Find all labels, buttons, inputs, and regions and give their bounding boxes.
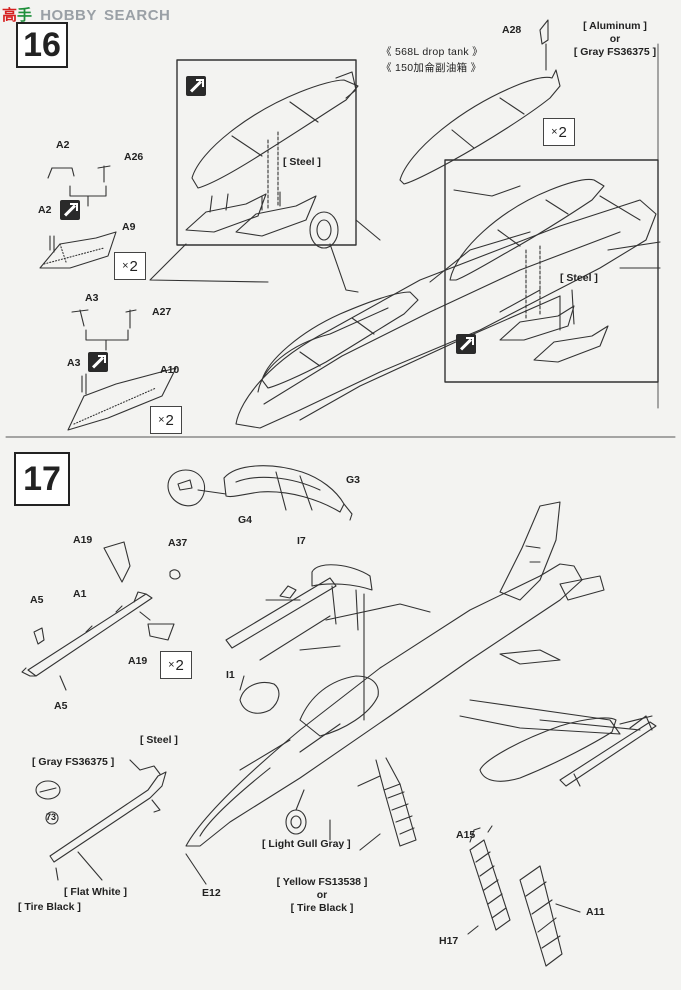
glue-icon <box>60 200 80 220</box>
step-17-number: 17 <box>14 452 70 506</box>
watermark-cn-1: 高 <box>2 7 18 24</box>
or-text: or <box>609 33 621 45</box>
part-a1: A1 <box>73 588 87 600</box>
light-gull-gray-note: [ Light Gull Gray ] <box>262 838 351 850</box>
multiplier-x2: ×2 <box>114 252 146 280</box>
part-i1: I1 <box>226 669 235 681</box>
part-a37: A37 <box>168 537 188 549</box>
step-17-number-text: 17 <box>23 459 61 498</box>
or-text: or <box>316 889 328 901</box>
part-a9: A9 <box>122 221 136 233</box>
watermark-hobby: HOBBY <box>40 7 97 24</box>
drop-tank-label-en: 《 568L drop tank 》 <box>381 46 483 58</box>
steel-note-1: [ Steel ] <box>283 156 321 168</box>
part-a2-top: A2 <box>56 139 70 151</box>
times-sign: × <box>551 126 558 138</box>
step-16-number: 16 <box>16 22 68 68</box>
times-sign: × <box>168 659 175 671</box>
part-a10: A10 <box>160 364 180 376</box>
part-a2-mid: A2 <box>38 204 52 216</box>
tire-black-text: [ Tire Black ] <box>290 902 354 914</box>
gray-fs-text: [ Gray FS36375 ] <box>573 46 657 58</box>
part-g4: G4 <box>238 514 253 526</box>
times-sign: × <box>158 414 165 426</box>
glue-icon <box>88 352 108 372</box>
gray-fs-note: [ Gray FS36375 ] <box>32 756 115 768</box>
multiplier-x2: ×2 <box>160 651 192 679</box>
part-a15: A15 <box>456 829 476 841</box>
multiplier-value: 2 <box>165 411 174 429</box>
multiplier-value: 2 <box>175 656 184 674</box>
part-a3-mid: A3 <box>67 357 81 369</box>
part-h17: H17 <box>439 935 459 947</box>
aluminum-note: [ Aluminum ] or [ Gray FS36375 ] <box>560 20 670 59</box>
multiplier-x2: ×2 <box>150 406 182 434</box>
tire-black-note: [ Tire Black ] <box>18 901 81 913</box>
glue-icon <box>456 334 476 354</box>
watermark-search: SEARCH <box>104 7 171 24</box>
part-a5-top: A5 <box>30 594 44 606</box>
step-16-number-text: 16 <box>23 25 61 64</box>
glue-icon <box>186 76 206 96</box>
part-a3-top: A3 <box>85 292 99 304</box>
multiplier-value: 2 <box>129 257 138 275</box>
part-g3: G3 <box>346 474 361 486</box>
yellow-note: [ Yellow FS13538 ] or [ Tire Black ] <box>264 876 380 915</box>
multiplier-x2: ×2 <box>543 118 575 146</box>
watermark-cn-2: 手 <box>17 7 33 24</box>
part-a19-top: A19 <box>73 534 93 546</box>
times-sign: × <box>122 260 129 272</box>
part-a28: A28 <box>502 24 522 36</box>
steel-note-2: [ Steel ] <box>560 272 598 284</box>
part-a11: A11 <box>586 906 605 918</box>
aluminum-text: [ Aluminum ] <box>583 20 647 32</box>
drop-tank-label-cn: 《 150加侖副油箱 》 <box>381 62 482 74</box>
part-a26: A26 <box>124 151 144 163</box>
steel-note-3: [ Steel ] <box>140 734 178 746</box>
multiplier-value: 2 <box>558 123 567 141</box>
part-i7: I7 <box>297 535 306 547</box>
callout-73: 73 <box>46 812 57 822</box>
part-e12: E12 <box>202 887 221 899</box>
flat-white-note: [ Flat White ] <box>64 886 127 898</box>
hobbysearch-watermark-logo: 高手 HOBBY SEARCH <box>2 4 170 25</box>
yellow-fs-text: [ Yellow FS13538 ] <box>276 876 368 888</box>
part-a19-bot: A19 <box>128 655 148 667</box>
part-a27: A27 <box>152 306 172 318</box>
part-a5-bot: A5 <box>54 700 68 712</box>
